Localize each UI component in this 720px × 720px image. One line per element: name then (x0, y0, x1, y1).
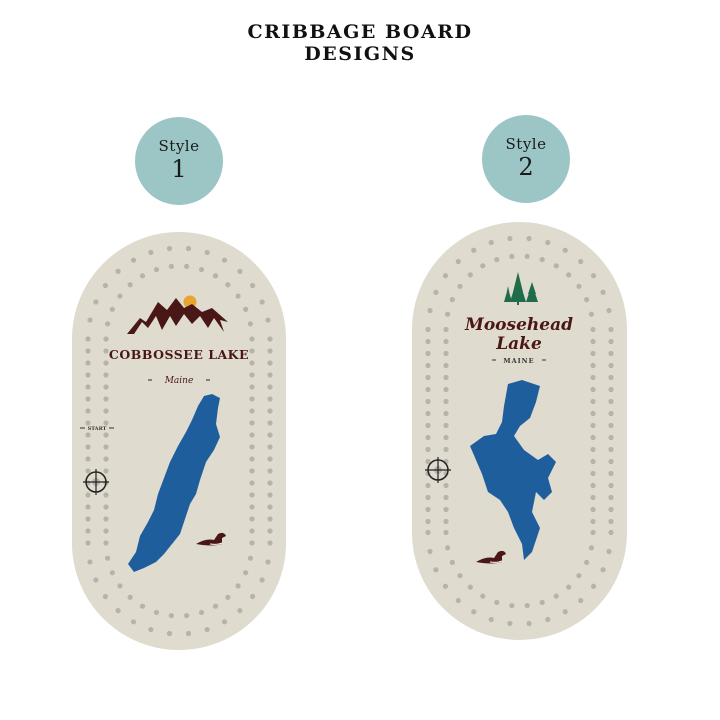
lake-name-line-1: Moosehead (464, 315, 573, 335)
loon-icon (476, 550, 506, 564)
style-2-number: 2 (518, 153, 534, 181)
style-2-label: Style (505, 135, 547, 153)
page-title: CRIBBAGE BOARD DESIGNS (0, 21, 720, 65)
state-label-group: MAINE (492, 357, 546, 365)
lake-name: COBBOSSEE LAKE (109, 347, 249, 362)
lake-name-line-2: Lake (495, 334, 542, 354)
lake-map (470, 380, 556, 560)
board-2-graphic: Moosehead Lake MAINE (412, 222, 627, 640)
state-label: Maine (164, 376, 194, 386)
peg-holes (425, 235, 614, 627)
compass-icon (425, 457, 451, 483)
style-1-label: Style (158, 137, 200, 155)
style-1-number: 1 (171, 155, 187, 183)
state-label-group: Maine (148, 376, 210, 386)
style-2-badge: Style 2 (482, 115, 570, 203)
state-label: MAINE (503, 357, 534, 365)
start-marker: START (80, 426, 114, 432)
title-line-2: DESIGNS (304, 43, 416, 65)
title-line-1: CRIBBAGE BOARD (247, 21, 473, 43)
style-1-badge: Style 1 (135, 117, 223, 205)
start-label: START (88, 426, 107, 432)
compass-icon (83, 469, 109, 495)
board-1-graphic: START COBBOSSEE LAKE Maine (72, 232, 286, 650)
cribbage-board-style-2: Moosehead Lake MAINE (412, 222, 627, 640)
mountain-sun-icon (127, 295, 228, 334)
cribbage-board-style-1: START COBBOSSEE LAKE Maine (72, 232, 286, 650)
lake-map (128, 394, 220, 572)
loon-icon (196, 532, 226, 546)
pine-trees-icon (504, 272, 538, 305)
